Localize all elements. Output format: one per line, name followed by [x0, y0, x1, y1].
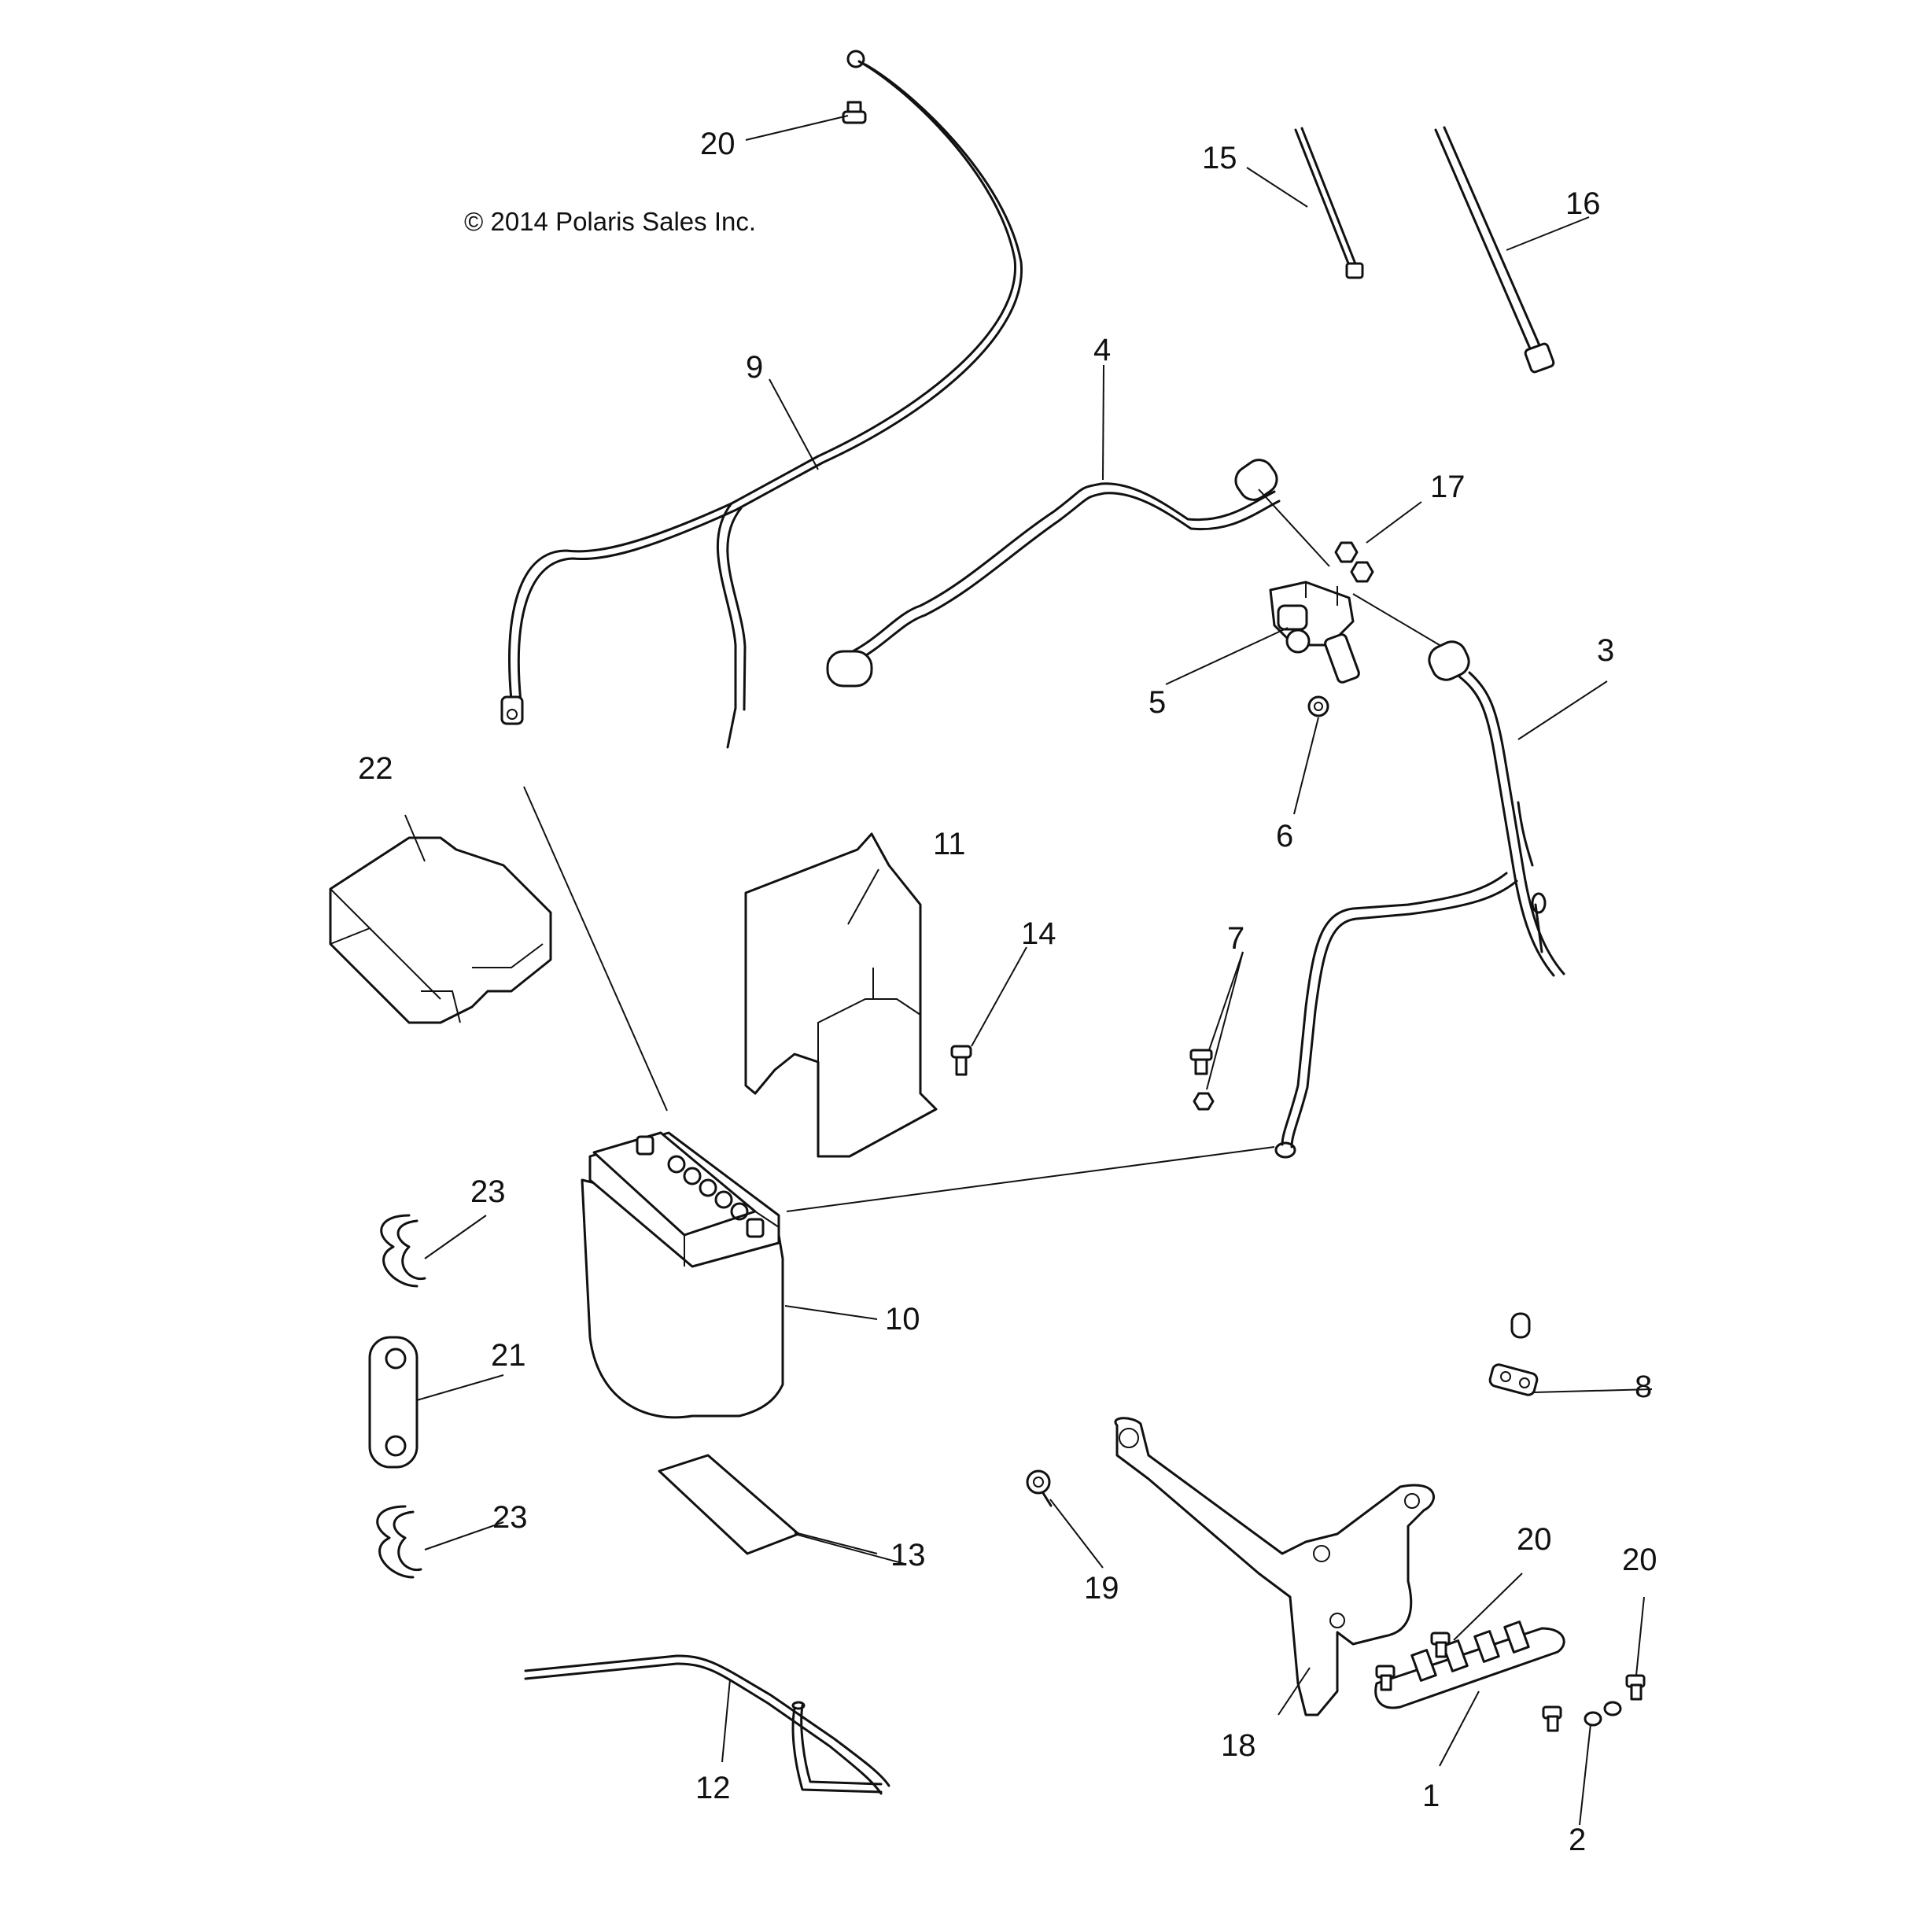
part-20-bolts-lower — [1375, 1632, 1646, 1732]
callout-10: 10 — [885, 1302, 920, 1337]
callout-18: 18 — [1221, 1728, 1256, 1763]
callout-2: 2 — [1569, 1823, 1586, 1857]
callout-16: 16 — [1565, 186, 1601, 221]
callout-23-top: 23 — [470, 1174, 506, 1209]
callout-5: 5 — [1149, 685, 1166, 720]
callout-22: 22 — [358, 751, 393, 786]
part-14-bolt — [950, 1045, 972, 1076]
part-6-screw — [1307, 695, 1329, 717]
callout-1: 1 — [1422, 1779, 1440, 1813]
part-16-cable-tie — [1434, 126, 1555, 374]
part-20-bolt-top — [842, 101, 867, 124]
callout-6: 6 — [1276, 819, 1293, 854]
callout-14: 14 — [1021, 916, 1056, 951]
callout-9: 9 — [746, 350, 763, 385]
callout-11: 11 — [933, 827, 966, 861]
part-18-bracket — [1114, 1417, 1435, 1716]
part-23-clip-bottom — [376, 1505, 422, 1579]
callout-labels: 20 9 4 15 16 17 3 5 6 7 22 11 14 23 10 2… — [358, 127, 1657, 1857]
part-22-terminal-cover — [329, 836, 552, 1024]
part-11-shield — [744, 832, 938, 1158]
part-23-clip-top — [380, 1214, 426, 1288]
part-5-solenoid — [1269, 581, 1360, 684]
copyright-text: © 2014 Polaris Sales Inc. — [464, 207, 756, 236]
part-10-battery — [581, 1131, 784, 1419]
part-19-push-pin — [1026, 1469, 1053, 1507]
callout-12: 12 — [695, 1771, 731, 1805]
part-17-nuts — [1334, 541, 1374, 583]
part-15-cable-tie — [1294, 127, 1364, 279]
callout-13: 13 — [890, 1538, 926, 1573]
callout-3: 3 — [1597, 633, 1614, 668]
callout-15: 15 — [1202, 141, 1237, 175]
part-13-pad — [658, 1454, 800, 1555]
part-7-bolt-nut — [1189, 1049, 1215, 1111]
part-21-strap-link — [368, 1336, 418, 1469]
callout-8: 8 — [1635, 1370, 1652, 1404]
callout-20-right: 20 — [1622, 1543, 1657, 1577]
part-12-vent-tube — [524, 1654, 890, 1795]
callout-17: 17 — [1430, 470, 1466, 504]
callout-20-top: 20 — [700, 127, 736, 161]
callout-20-mid: 20 — [1517, 1522, 1552, 1557]
part-2-washers — [1584, 1701, 1622, 1727]
callout-21: 21 — [491, 1338, 526, 1373]
part-1-terminal-block — [1374, 1620, 1565, 1709]
callout-7: 7 — [1227, 921, 1244, 956]
part-4-starter-cable — [826, 459, 1281, 688]
part-9-battery-cable — [500, 50, 1023, 749]
leader-lines — [404, 115, 1653, 1826]
part-3-ground-cable — [1274, 640, 1565, 1159]
callout-19: 19 — [1084, 1571, 1119, 1606]
callout-23-bottom: 23 — [492, 1500, 528, 1535]
callout-4: 4 — [1093, 333, 1111, 367]
part-8-clamp — [1488, 1312, 1539, 1396]
